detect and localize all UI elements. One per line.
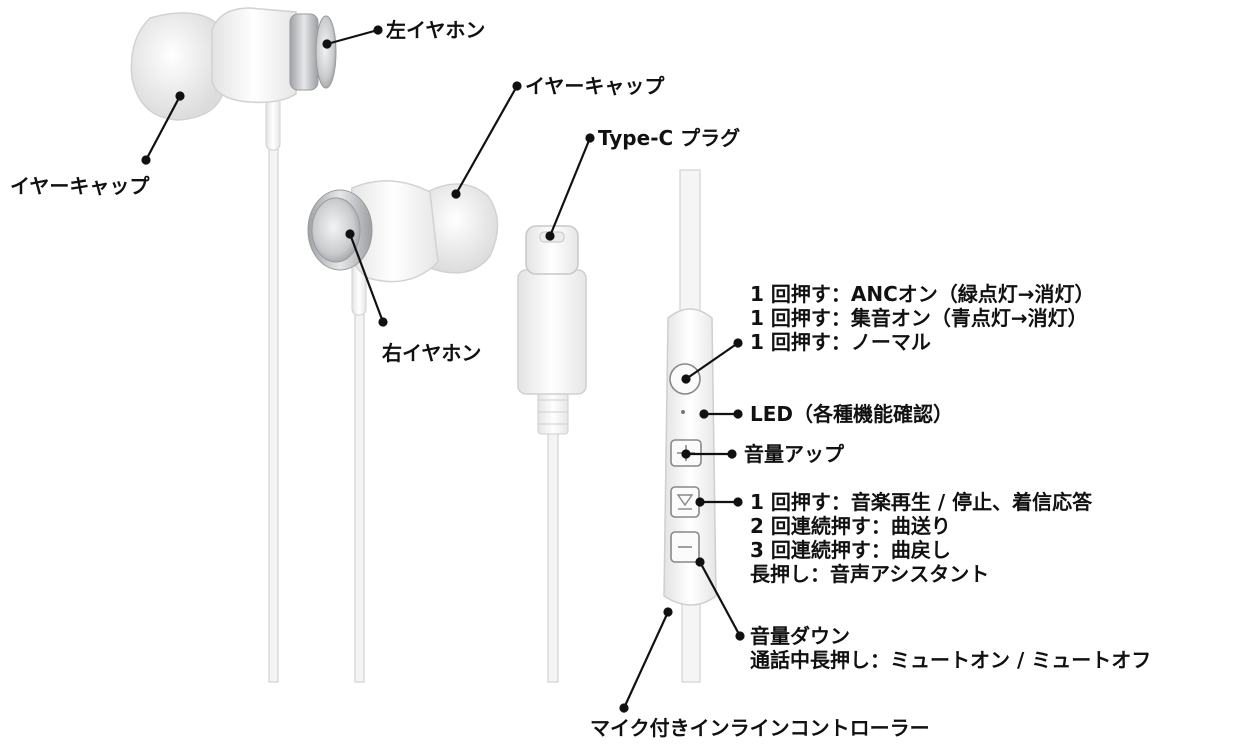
right-metal-face: [311, 197, 361, 263]
leader-main-button: [681, 338, 743, 384]
plug-cable: [547, 429, 559, 683]
left-housing: [211, 7, 297, 104]
label-volume-up: 音量アップ: [744, 442, 844, 466]
leader-lines: [141, 25, 745, 713]
controller-cable-bottom: [681, 599, 701, 683]
leader-volume-up: [681, 449, 737, 459]
label-ear-cap-right: イヤーキャップ: [525, 74, 665, 98]
label-main-button: 1 回押す：ANCオン（緑点灯→消灯） 1 回押す：集音オン（青点灯→消灯） 1…: [750, 282, 1095, 354]
main-button-line-3: 1 回押す：ノーマル: [750, 330, 931, 354]
label-plug: Type-C プラグ: [598, 126, 741, 150]
leader-volume-down: [695, 557, 745, 641]
leader-ear-cap-right: [451, 81, 522, 199]
label-controller: マイク付きインラインコントローラー: [590, 716, 930, 740]
play-button-line-4: 長押し：音声アシスタント: [750, 562, 990, 586]
leader-ear-cap-left: [141, 91, 185, 165]
plug-body: [517, 269, 587, 395]
led-indicator: [681, 410, 685, 414]
inline-controller: [663, 169, 717, 683]
label-left-earphone: 左イヤホン: [386, 18, 486, 42]
left-ear-cap: [130, 12, 223, 121]
leader-right-earphone: [345, 229, 388, 327]
label-right-earphone: 右イヤホン: [382, 341, 482, 365]
left-cable: [268, 109, 279, 683]
play-pause-icon: [670, 486, 700, 518]
plug-strain-relief: [537, 387, 569, 435]
right-ear-cap: [419, 183, 499, 274]
right-cable: [354, 299, 365, 683]
minus-icon: [670, 531, 700, 563]
left-metal-ring: [289, 13, 319, 91]
label-ear-cap-left: イヤーキャップ: [10, 174, 150, 198]
right-earphone: [307, 180, 499, 683]
play-button-line-3: 3 回連続押す：曲戻し: [750, 538, 951, 562]
play-button-line-2: 2 回連続押す：曲送り: [750, 514, 951, 538]
leader-left-earphone: [322, 25, 383, 49]
controller-cable-top: [679, 169, 701, 316]
plug-connector: [525, 225, 579, 275]
leader-plug: [545, 133, 595, 241]
left-metal-face: [315, 15, 337, 89]
play-button-line-1: 1 回押す：音楽再生 / 停止、着信応答: [750, 490, 1093, 514]
volume-down-line-2: 通話中長押し：ミュートオン / ミュートオフ: [750, 648, 1152, 672]
volume-down-line-1: 音量ダウン: [750, 624, 850, 648]
left-earphone: [130, 7, 337, 683]
leader-play: [695, 497, 743, 507]
leader-led: [699, 409, 743, 419]
label-play-button: 1 回押す：音楽再生 / 停止、着信応答 2 回連続押す：曲送り 3 回連続押す…: [750, 490, 1092, 586]
label-volume-down: 音量ダウン 通話中長押し：ミュートオン / ミュートオフ: [750, 624, 1151, 672]
label-led: LED（各種機能確認）: [750, 402, 954, 426]
type-c-plug: [517, 225, 587, 683]
main-button-line-2: 1 回押す：集音オン（青点灯→消灯）: [750, 306, 1088, 330]
leader-controller: [619, 607, 673, 713]
main-button-line-1: 1 回押す：ANCオン（緑点灯→消灯）: [750, 282, 1095, 306]
